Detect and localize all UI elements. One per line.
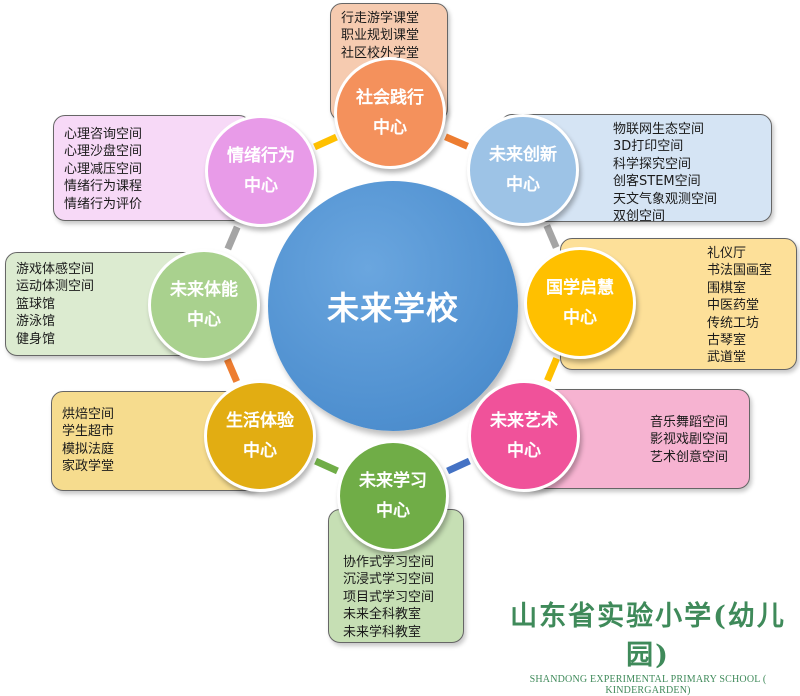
item-line: 烘焙空间 — [62, 407, 115, 422]
node-emotion: 情绪行为 中心 — [205, 115, 317, 227]
item-line: 健身馆 — [16, 331, 56, 347]
item-line: 双创空间 — [613, 209, 666, 225]
item-line: 武道堂 — [707, 350, 747, 366]
item-line: 中医药堂 — [707, 298, 760, 314]
node-title: 未来学习 — [359, 471, 427, 491]
school-brand: 山东省实验小学(幼儿园) SHANDONG EXPERIMENTAL PRIMA… — [498, 594, 798, 696]
item-line: 模拟法庭 — [62, 441, 115, 457]
item-line: 物联网生态空间 — [613, 122, 705, 137]
brand-name-en: SHANDONG EXPERIMENTAL PRIMARY SCHOOL ( K… — [529, 674, 767, 696]
item-line: 篮球馆 — [16, 296, 56, 312]
node-suffix: 中心 — [244, 176, 278, 196]
item-line: 3D打印空间 — [613, 139, 684, 155]
connector-segment — [444, 133, 469, 150]
item-line: 游戏体感空间 — [16, 262, 95, 277]
node-title: 情绪行为 — [227, 146, 295, 166]
item-line: 影视戏剧空间 — [650, 432, 729, 448]
item-line: 学生超市 — [62, 424, 115, 440]
item-line: 运动体测空间 — [16, 279, 95, 295]
item-line: 书法国画室 — [707, 263, 773, 279]
item-line: 沉浸式学习空间 — [343, 572, 435, 588]
center-circle-future-school: 未来学校 — [268, 181, 518, 431]
item-line: 音乐舞蹈空间 — [650, 415, 729, 430]
item-line: 古琴室 — [707, 333, 747, 349]
item-line: 项目式学习空间 — [343, 589, 435, 605]
connector-segment — [313, 133, 338, 151]
connector-segment — [543, 224, 560, 249]
node-suffix: 中心 — [506, 175, 540, 195]
node-suffix: 中心 — [373, 118, 407, 138]
item-line: 行走游学课堂 — [341, 11, 420, 26]
node-suffix: 中心 — [243, 441, 277, 461]
node-life-experience: 生活体验 中心 — [204, 380, 316, 492]
item-line: 游泳馆 — [16, 314, 56, 330]
item-line: 职业规划课堂 — [341, 28, 420, 44]
item-line: 情绪行为课程 — [64, 179, 143, 195]
item-line: 协作式学习空间 — [343, 555, 435, 570]
item-line: 科学探究空间 — [613, 156, 692, 172]
node-suffix: 中心 — [507, 441, 541, 461]
node-title: 未来体能 — [170, 280, 238, 300]
item-line: 传统工坊 — [707, 315, 760, 331]
connector-segment — [314, 457, 339, 475]
node-title: 国学启慧 — [546, 278, 614, 298]
node-future-fitness: 未来体能 中心 — [148, 249, 260, 361]
connector-segment — [224, 225, 241, 251]
node-future-innovation: 未来创新 中心 — [467, 114, 579, 226]
node-future-learning: 未来学习 中心 — [337, 440, 449, 552]
node-suffix: 中心 — [563, 308, 597, 328]
node-guoxue: 国学启慧 中心 — [524, 247, 636, 359]
node-title: 未来创新 — [489, 145, 557, 165]
item-line: 天文气象观测空间 — [613, 191, 718, 207]
connector-segment — [544, 357, 560, 382]
item-line: 心理咨询空间 — [64, 127, 143, 142]
item-line: 未来全科教室 — [343, 607, 422, 623]
item-line: 围棋室 — [707, 280, 747, 296]
item-line: 礼仪厅 — [707, 246, 747, 261]
item-line: 心理沙盘空间 — [64, 144, 143, 160]
node-suffix: 中心 — [187, 310, 221, 330]
node-title: 社会践行 — [356, 88, 424, 108]
node-social-practice: 社会践行 中心 — [334, 57, 446, 169]
item-line: 家政学堂 — [62, 459, 115, 475]
node-suffix: 中心 — [376, 501, 410, 521]
item-line: 未来学科教室 — [343, 624, 422, 640]
item-line: 艺术创意空间 — [650, 449, 729, 465]
item-line: 情绪行为评价 — [64, 196, 143, 212]
brand-name-cn: 山东省实验小学(幼儿园) — [510, 601, 786, 671]
item-line: 心理减压空间 — [64, 161, 143, 177]
connector-segment — [224, 358, 240, 383]
item-line: 创客STEM空间 — [613, 174, 701, 190]
node-title: 生活体验 — [226, 411, 294, 431]
connector-ring — [224, 133, 560, 475]
node-future-art: 未来艺术 中心 — [468, 380, 580, 492]
center-label: 未来学校 — [326, 289, 459, 327]
connector-segment — [446, 457, 471, 475]
node-title: 未来艺术 — [490, 411, 558, 431]
